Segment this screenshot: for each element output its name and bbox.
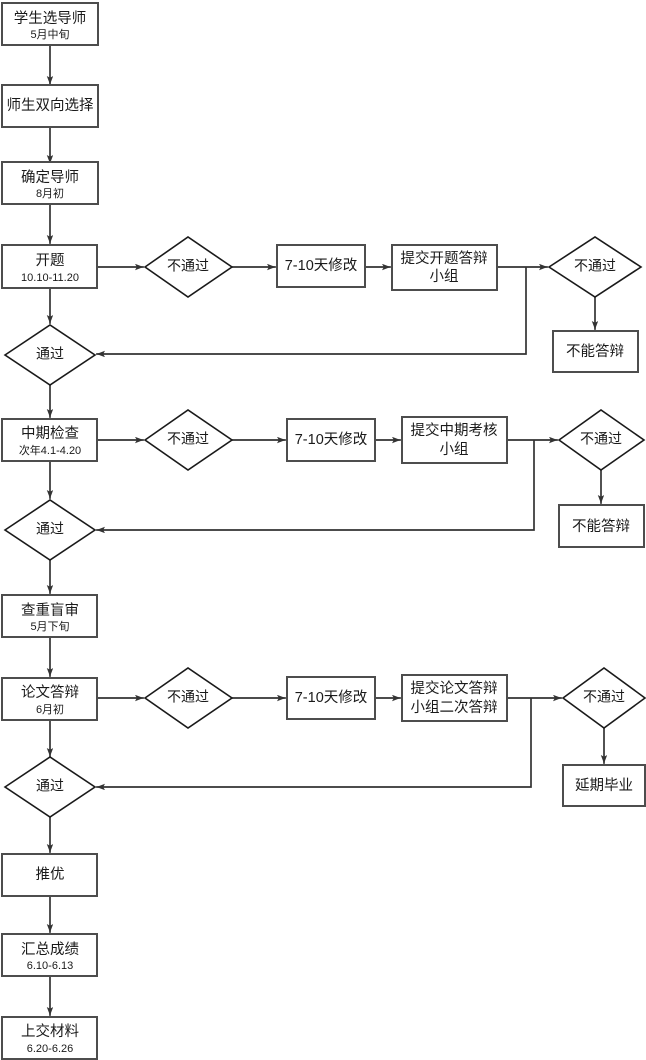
node-two-way-select-label: 师生双向选择: [7, 97, 94, 114]
node-plagiarism-sublabel: 5月下旬: [30, 620, 69, 633]
node-midterm-label: 中期检查: [21, 425, 79, 442]
node-proposal-revise[interactable]: 7-10天修改: [276, 244, 366, 288]
node-proposal-nodefense-label: 不能答辩: [566, 343, 624, 360]
node-midterm-sublabel: 次年4.1-4.20: [19, 443, 81, 457]
node-proposal-submit-label: 提交开题答辩: [401, 249, 488, 267]
node-midterm-submit[interactable]: 提交中期考核 小组: [401, 416, 508, 464]
node-plagiarism-label: 查重盲审: [21, 602, 79, 619]
node-defense-fail2-label: 不通过: [583, 689, 625, 705]
node-proposal-fail-label: 不通过: [167, 258, 209, 274]
node-midterm-pass-label: 通过: [36, 521, 64, 537]
node-proposal-revise-label: 7-10天修改: [285, 257, 358, 274]
node-proposal-pass[interactable]: 通过: [3, 324, 97, 386]
node-confirm-advisor-sublabel: 8月初: [36, 186, 64, 200]
node-summary[interactable]: 汇总成绩 6.10-6.13: [1, 933, 98, 977]
node-proposal-label: 开题: [36, 253, 65, 269]
edge-proposalsubmit-back-to-pass: [96, 267, 527, 358]
node-plagiarism[interactable]: 查重盲审 5月下旬: [1, 594, 98, 638]
node-midterm[interactable]: 中期检查 次年4.1-4.20: [1, 418, 98, 462]
edge-midtermsubmit-back-to-pass: [96, 440, 535, 534]
node-proposal-pass-label: 通过: [36, 346, 64, 362]
node-confirm-advisor[interactable]: 确定导师 8月初: [1, 161, 99, 205]
node-defense-submit-sublabel: 小组二次答辩: [411, 699, 498, 716]
node-defense-delay[interactable]: 延期毕业: [562, 764, 646, 807]
node-summary-sublabel: 6.10-6.13: [27, 960, 73, 972]
node-midterm-revise-label: 7-10天修改: [295, 431, 368, 448]
node-defense-submit[interactable]: 提交论文答辩 小组二次答辩: [401, 674, 508, 722]
node-midterm-revise[interactable]: 7-10天修改: [286, 418, 376, 462]
node-defense-revise[interactable]: 7-10天修改: [286, 676, 376, 720]
node-defense-delay-label: 延期毕业: [575, 777, 633, 794]
node-midterm-fail-label: 不通过: [167, 431, 209, 447]
node-midterm-submit-label: 提交中期考核: [411, 421, 498, 439]
node-proposal-submit[interactable]: 提交开题答辩 小组: [391, 244, 498, 291]
node-recommend[interactable]: 推优: [1, 853, 98, 897]
node-select-advisor-sublabel: 5月中旬: [30, 28, 69, 41]
node-defense-fail2[interactable]: 不通过: [561, 667, 646, 729]
node-recommend-label: 推优: [36, 866, 65, 883]
node-proposal[interactable]: 开题 10.10-11.20: [1, 244, 98, 289]
edge-defensesubmit-back-to-pass: [96, 698, 532, 791]
node-midterm-fail2-label: 不通过: [580, 431, 622, 447]
node-submit-docs-label: 上交材料: [21, 1022, 79, 1040]
node-defense[interactable]: 论文答辩 6月初: [1, 677, 98, 721]
node-defense-fail[interactable]: 不通过: [143, 667, 234, 729]
node-confirm-advisor-label: 确定导师: [21, 169, 79, 186]
node-defense-label: 论文答辩: [21, 684, 79, 701]
node-midterm-nodefense[interactable]: 不能答辩: [558, 504, 645, 548]
node-midterm-fail[interactable]: 不通过: [143, 409, 234, 471]
node-defense-sublabel: 6月初: [36, 702, 64, 716]
node-two-way-select[interactable]: 师生双向选择: [1, 84, 99, 128]
node-midterm-submit-sublabel: 小组: [440, 441, 469, 458]
edges-layer: [46, 44, 608, 1016]
node-defense-pass-label: 通过: [36, 778, 64, 794]
node-defense-submit-label: 提交论文答辩: [411, 679, 498, 697]
node-submit-docs-sublabel: 6.20-6.26: [27, 1043, 73, 1055]
node-select-advisor-label: 学生选导师: [14, 10, 87, 27]
node-proposal-fail2-label: 不通过: [574, 258, 616, 274]
node-defense-pass[interactable]: 通过: [3, 756, 97, 818]
node-midterm-pass[interactable]: 通过: [3, 499, 97, 561]
node-proposal-submit-sublabel: 小组: [430, 268, 459, 285]
node-defense-fail-label: 不通过: [167, 689, 209, 705]
node-select-advisor[interactable]: 学生选导师 5月中旬: [1, 2, 99, 46]
node-proposal-fail2[interactable]: 不通过: [547, 236, 643, 298]
node-submit-docs[interactable]: 上交材料 6.20-6.26: [1, 1016, 98, 1060]
node-midterm-nodefense-label: 不能答辩: [572, 518, 630, 535]
node-summary-label: 汇总成绩: [21, 941, 79, 958]
node-defense-revise-label: 7-10天修改: [295, 689, 368, 706]
node-proposal-fail[interactable]: 不通过: [143, 236, 234, 298]
node-midterm-fail2[interactable]: 不通过: [557, 409, 646, 471]
node-proposal-sublabel: 10.10-11.20: [21, 272, 79, 284]
node-proposal-nodefense[interactable]: 不能答辩: [552, 330, 639, 373]
